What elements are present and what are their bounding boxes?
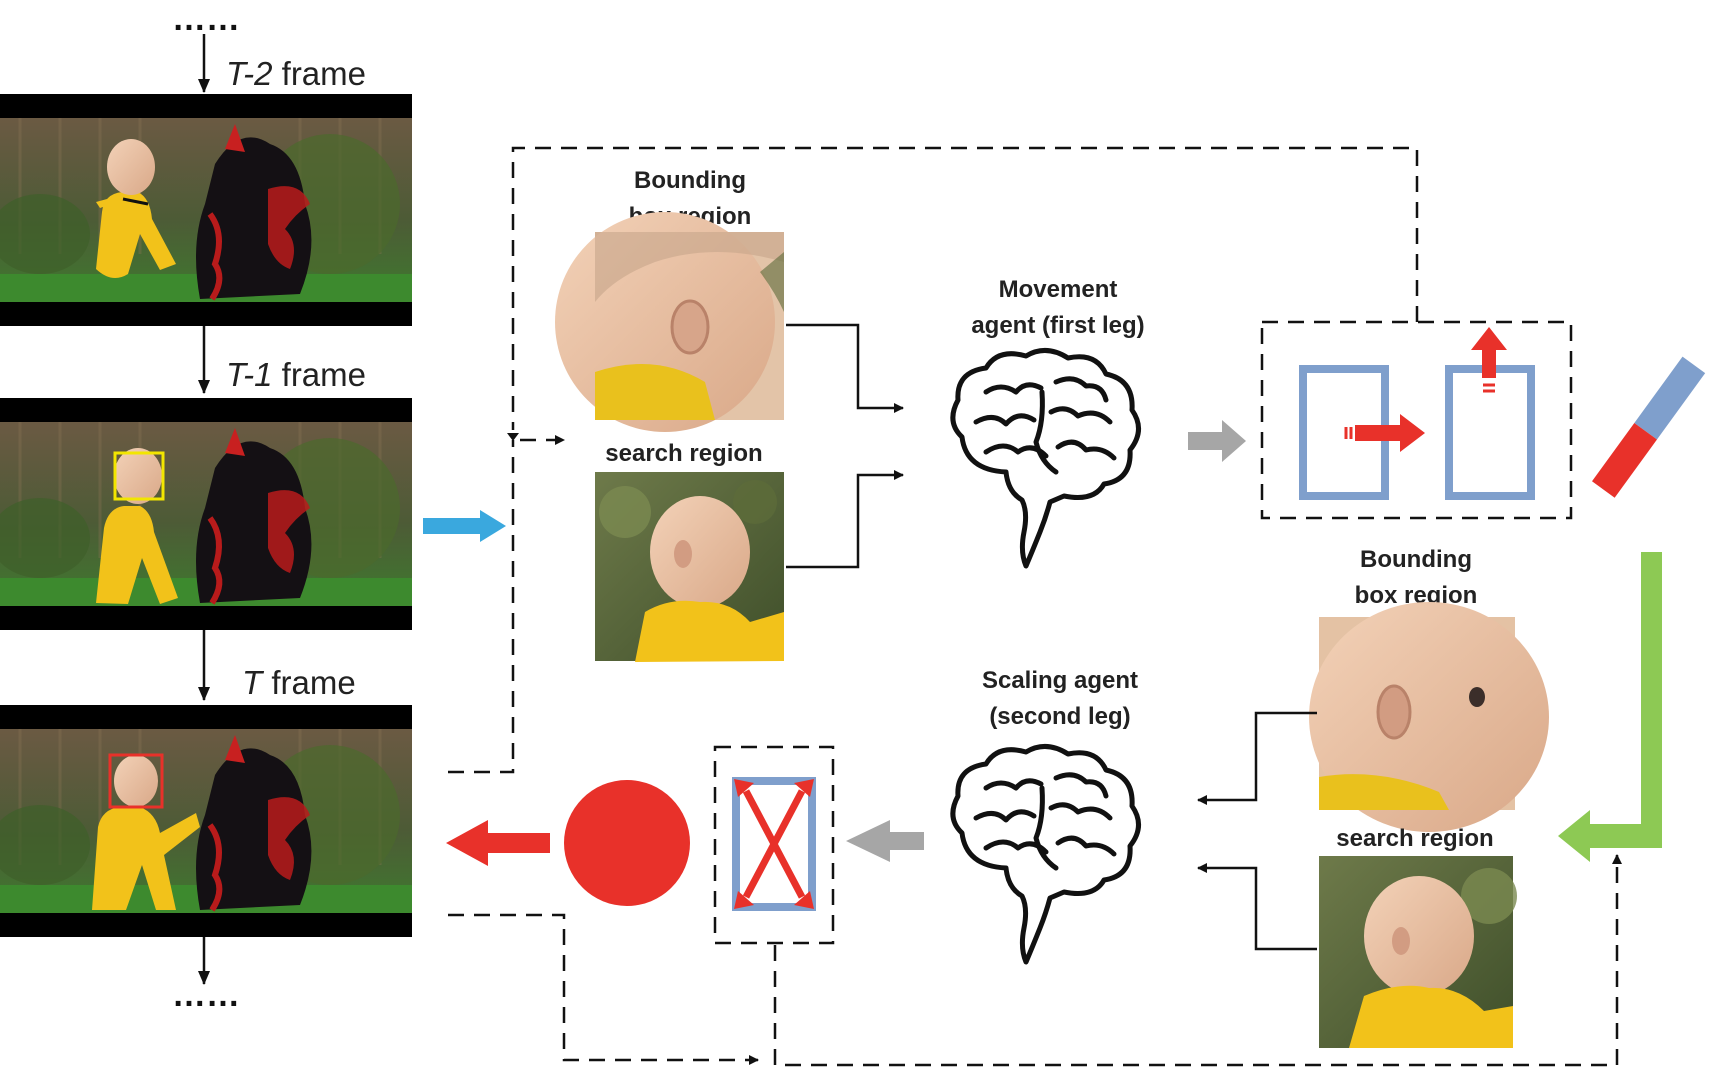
second-search-region-image — [1319, 856, 1517, 1048]
dashed-loop-right — [773, 854, 1622, 1067]
connector-first-search — [786, 470, 904, 569]
frame-t-minus-1 — [0, 398, 412, 630]
scaling-action-panel — [713, 745, 835, 945]
tracked-box-red — [108, 753, 164, 809]
dashed-arrowhead-left — [507, 433, 519, 441]
second-bbox-region-image — [1309, 602, 1549, 832]
move-right-arrow — [1355, 414, 1425, 452]
frame-label-t2: T-2 frame — [226, 55, 366, 92]
bottom-ellipsis: …… — [172, 976, 240, 1014]
scaling-agent-brain-icon — [953, 746, 1139, 962]
movement-agent-label-2: agent (first leg) — [971, 312, 1144, 339]
first-bbox-region-image — [555, 212, 784, 432]
leg-switch-icon — [1592, 356, 1706, 498]
scaling-action-icon — [732, 777, 816, 911]
movement-action-panel — [1260, 320, 1573, 520]
dashed-connectors — [448, 146, 1622, 1067]
connector-first-bbox — [786, 323, 904, 413]
first-search-label: search region — [605, 440, 762, 467]
movement-agent-brain-icon — [953, 350, 1139, 566]
scaling-agent-label-1: Scaling agent — [982, 667, 1138, 694]
frame-label-t-italic: T — [242, 664, 265, 701]
frame-t — [0, 705, 412, 937]
gray-arrow-second — [846, 820, 924, 862]
stop-action-icon — [564, 780, 690, 906]
cyan-input-arrow — [423, 510, 506, 542]
dashed-loop-bottom — [448, 913, 759, 1065]
frame-label-t-rest: frame — [262, 664, 356, 701]
gray-arrow-first — [1188, 420, 1246, 462]
connector-second-bbox — [1197, 711, 1317, 805]
dashed-loop-top — [511, 146, 1419, 430]
top-ellipsis: …… — [172, 0, 240, 38]
frame-label-t2-rest: frame — [272, 55, 366, 92]
green-transition-arrow — [1558, 552, 1662, 862]
dashed-link-frame-t — [448, 440, 515, 774]
scaling-agent-label-2: (second leg) — [989, 703, 1130, 730]
child-figure — [96, 139, 176, 278]
frame-label-t: T frame — [242, 664, 356, 701]
frame-t-minus-2 — [0, 94, 412, 326]
child-figure — [96, 448, 178, 604]
frame-label-t1-rest: frame — [272, 356, 366, 393]
frame-label-t2-italic: T-2 — [226, 55, 272, 92]
red-output-arrow — [446, 820, 550, 866]
frame-label-t1: T-1 frame — [226, 356, 366, 393]
movement-agent-label-1: Movement — [999, 276, 1118, 303]
movement-action-icon — [1299, 327, 1535, 500]
connector-second-search — [1197, 863, 1317, 951]
second-search-label: search region — [1336, 825, 1493, 852]
child-figure — [92, 755, 200, 910]
move-up-arrow — [1471, 327, 1507, 378]
frame-label-t1-italic: T-1 — [226, 356, 272, 393]
first-search-region-image — [595, 472, 784, 662]
tracked-box-yellow — [113, 451, 165, 501]
second-bbox-label-1: Bounding — [1360, 546, 1472, 573]
first-bbox-label-1: Bounding — [634, 167, 746, 194]
